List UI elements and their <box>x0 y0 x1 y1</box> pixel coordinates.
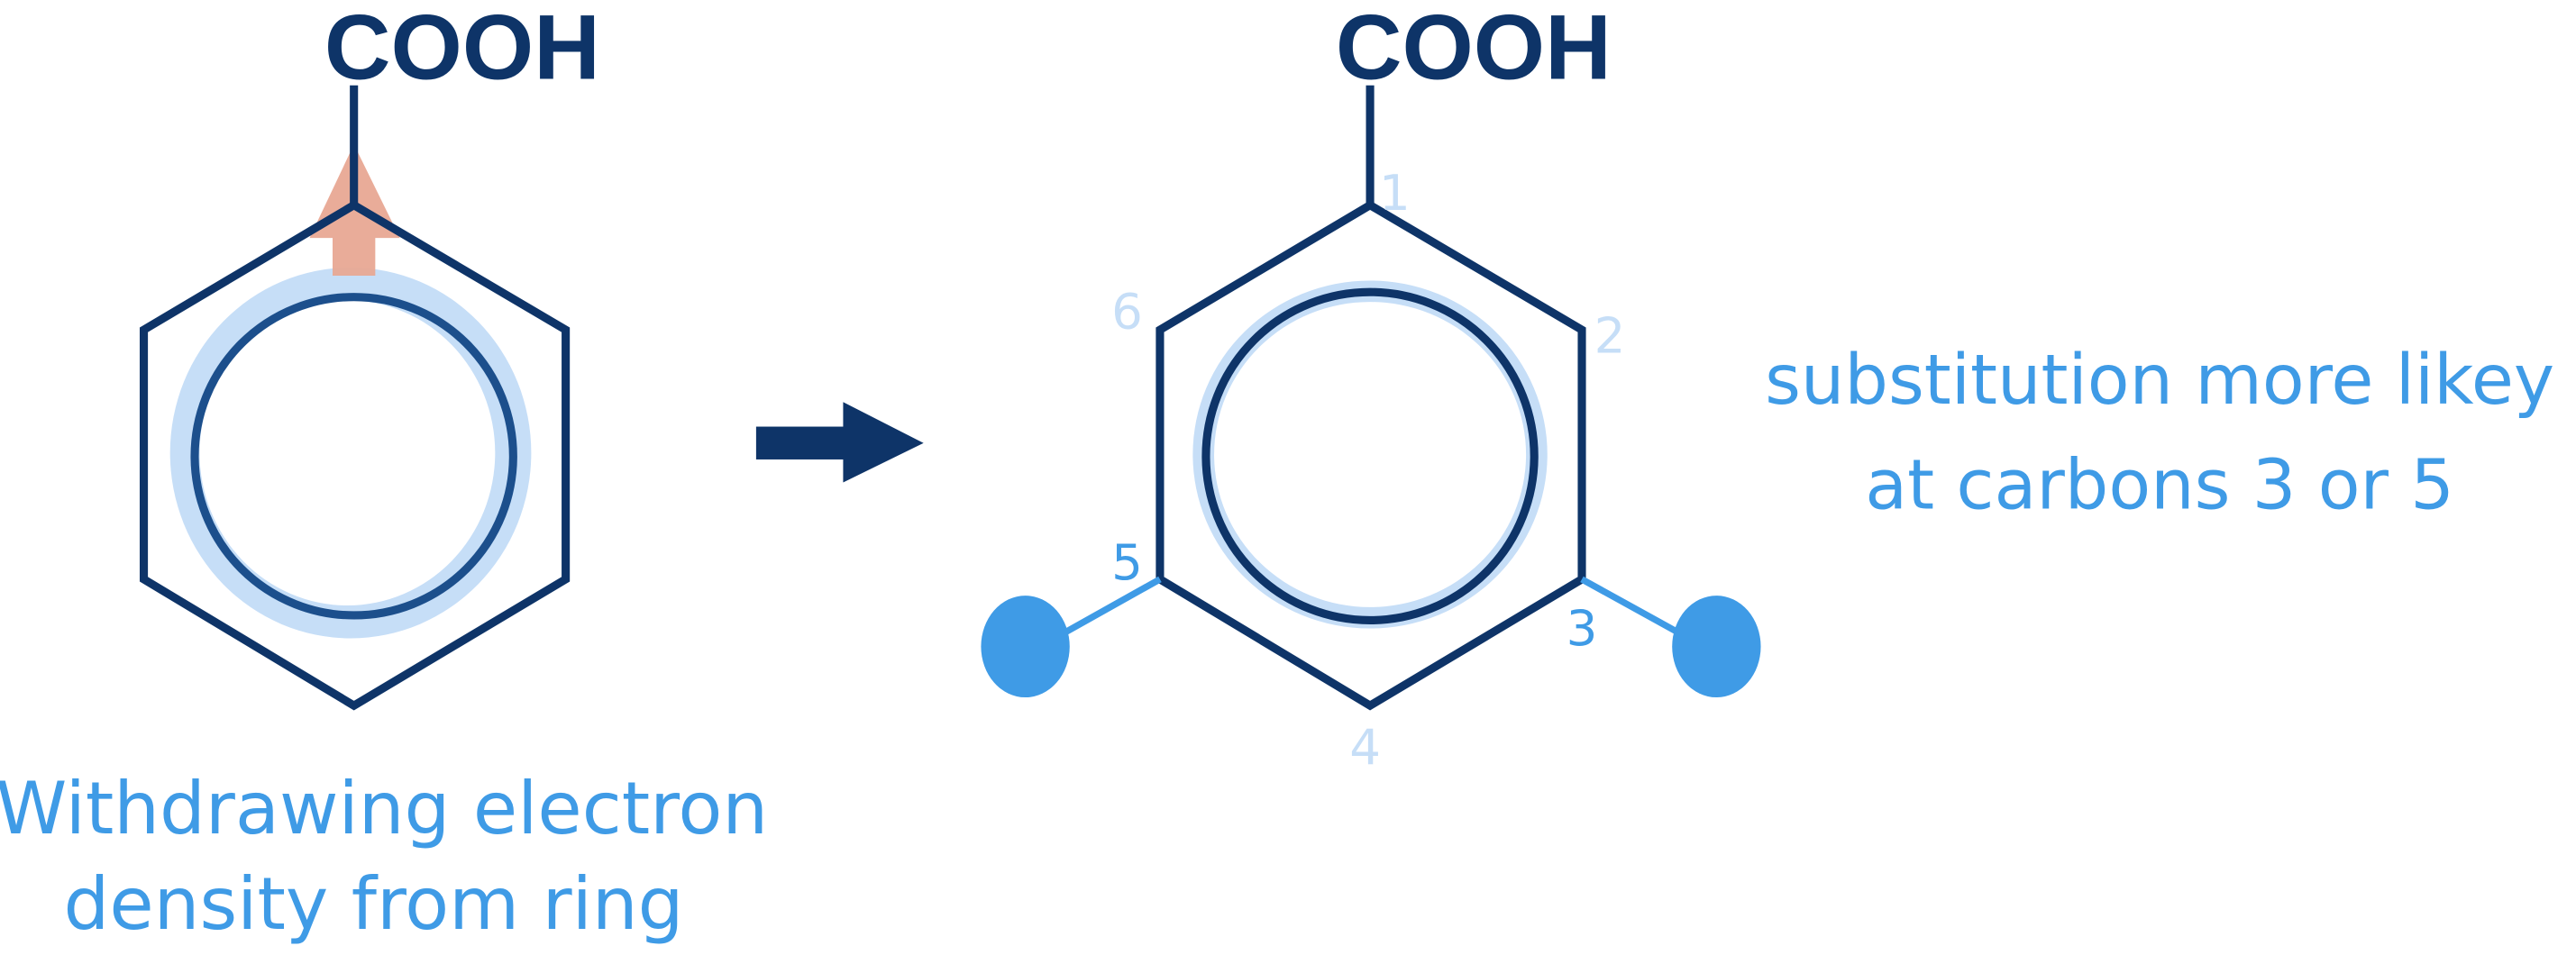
carbon-number-3: 3 <box>1567 599 1598 657</box>
carbon-number-5: 5 <box>1111 533 1143 591</box>
benzene-ring <box>1156 200 1586 711</box>
inner-white <box>199 300 496 606</box>
bond-carbon-3 <box>1580 576 1694 643</box>
carbon-number-1: 1 <box>1379 164 1411 222</box>
inner-white <box>1214 302 1527 607</box>
aromatic-circle <box>190 293 517 620</box>
left-caption-line1: Withdrawing electron <box>0 767 768 850</box>
cooh-label: COOH <box>324 0 600 98</box>
carbon-number-2: 2 <box>1594 307 1626 365</box>
bond-carbon-5 <box>1049 576 1162 643</box>
benzene-ring <box>139 200 571 711</box>
right-benzoic-acid: COOH 1 2 3 4 5 6 substitution more likey… <box>981 0 2554 777</box>
aromatic-circle <box>1201 287 1539 625</box>
carbon-number-6: 6 <box>1111 282 1143 340</box>
reaction-arrow-icon <box>755 402 924 483</box>
right-caption-line2: at carbons 3 or 5 <box>1865 446 2454 526</box>
cooh-label: COOH <box>1336 0 1612 98</box>
left-caption-line2: density from ring <box>64 862 684 946</box>
carbon-number-4: 4 <box>1349 719 1381 777</box>
substituent-dot-3 <box>1672 596 1761 698</box>
substituent-dot-5 <box>981 596 1070 698</box>
left-benzoic-acid: COOH Withdrawing electron density from r… <box>0 0 768 946</box>
right-caption-line1: substitution more likey <box>1765 341 2554 421</box>
